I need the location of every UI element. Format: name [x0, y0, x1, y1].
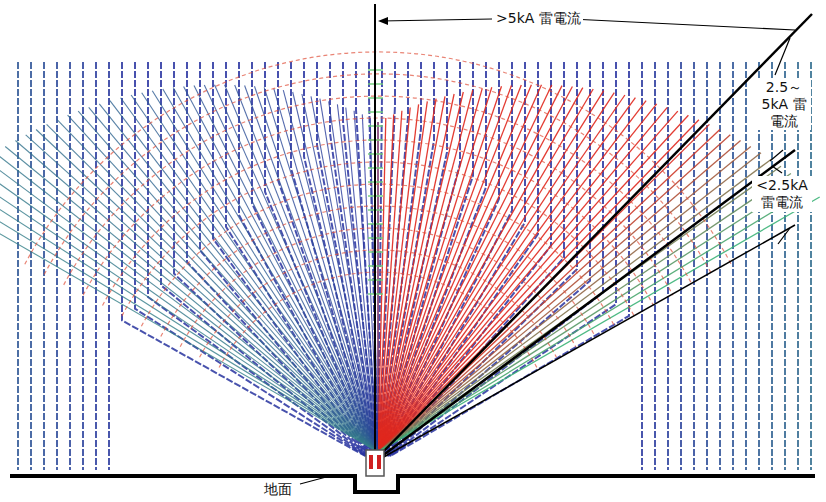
simulated-path [141, 184, 614, 326]
simulated-path [255, 86, 379, 452]
critical-path [382, 150, 795, 456]
simulated-path [89, 107, 378, 452]
critical-path [382, 225, 795, 458]
simulated-path [44, 74, 712, 275]
leader-paths [0, 52, 820, 470]
simulated-path [378, 141, 741, 453]
leader-line [381, 19, 492, 21]
leader-line [300, 476, 330, 484]
simulated-path [142, 93, 378, 452]
current-label: 2.5～ 5kA 雷電流 [757, 78, 811, 130]
simulated-path [0, 189, 378, 452]
structure-tip [369, 455, 373, 469]
simulated-path [30, 62, 32, 470]
simulated-path [0, 166, 378, 452]
simulated-path [378, 189, 810, 452]
simulated-path [378, 95, 625, 452]
simulated-path [99, 104, 378, 452]
simulated-path [377, 122, 378, 452]
simulated-path [69, 62, 71, 470]
ground-label: 地面 [262, 480, 294, 499]
simulated-path [0, 174, 378, 453]
simulated-path [108, 62, 110, 470]
simulated-path [47, 124, 378, 452]
simulated-path [378, 93, 614, 452]
simulated-path [378, 88, 583, 452]
simulated-path [103, 140, 654, 306]
ground-line [10, 476, 815, 492]
leader-line [778, 228, 790, 244]
simulated-path [180, 228, 576, 347]
simulated-path [83, 118, 673, 295]
simulated-path [78, 111, 378, 452]
simulated-path [0, 181, 378, 452]
simulated-path [173, 88, 378, 452]
simulated-path [25, 52, 731, 264]
simulated-path [43, 62, 45, 470]
leader-line [770, 150, 783, 161]
simulated-path [95, 62, 97, 470]
simulated-path [161, 206, 595, 337]
simulated-path [378, 98, 635, 452]
simulated-path [719, 62, 721, 470]
simulated-path [0, 153, 378, 452]
simulated-path [378, 104, 657, 452]
simulated-path [378, 107, 667, 452]
simulated-path [15, 141, 378, 453]
simulated-path [378, 153, 761, 452]
simulated-path [732, 62, 734, 470]
simulated-path [82, 62, 84, 470]
simulated-path [64, 96, 693, 285]
simulated-path [378, 101, 646, 452]
structure [366, 450, 384, 476]
simulated-path [121, 98, 378, 452]
simulated-path [378, 85, 521, 452]
leader-line [775, 38, 790, 75]
simulated-path [745, 62, 747, 470]
leader-line [772, 166, 782, 173]
critical-path [380, 14, 812, 455]
simulated-path [378, 174, 791, 453]
simulated-path [225, 85, 378, 452]
simulated-path [235, 85, 378, 452]
current-label: <2.5kA 雷電流 [752, 176, 812, 212]
simulated-path [131, 95, 378, 452]
simulated-path [378, 197, 820, 452]
leader-line [571, 19, 795, 30]
arrow-head [378, 17, 388, 25]
current-label: >5kA 雷電流 [494, 9, 583, 28]
simulated-path [377, 122, 378, 452]
structure-tip [377, 455, 381, 469]
simulated-path [219, 272, 537, 367]
simulated-path [122, 162, 634, 316]
simulated-path [378, 111, 678, 452]
simulated-path [17, 62, 19, 470]
simulated-path [5, 147, 378, 453]
simulated-path [383, 62, 486, 456]
central-path [374, 4, 376, 458]
simulated-path [26, 135, 378, 452]
simulated-path [378, 159, 771, 452]
simulated-path [378, 147, 751, 453]
